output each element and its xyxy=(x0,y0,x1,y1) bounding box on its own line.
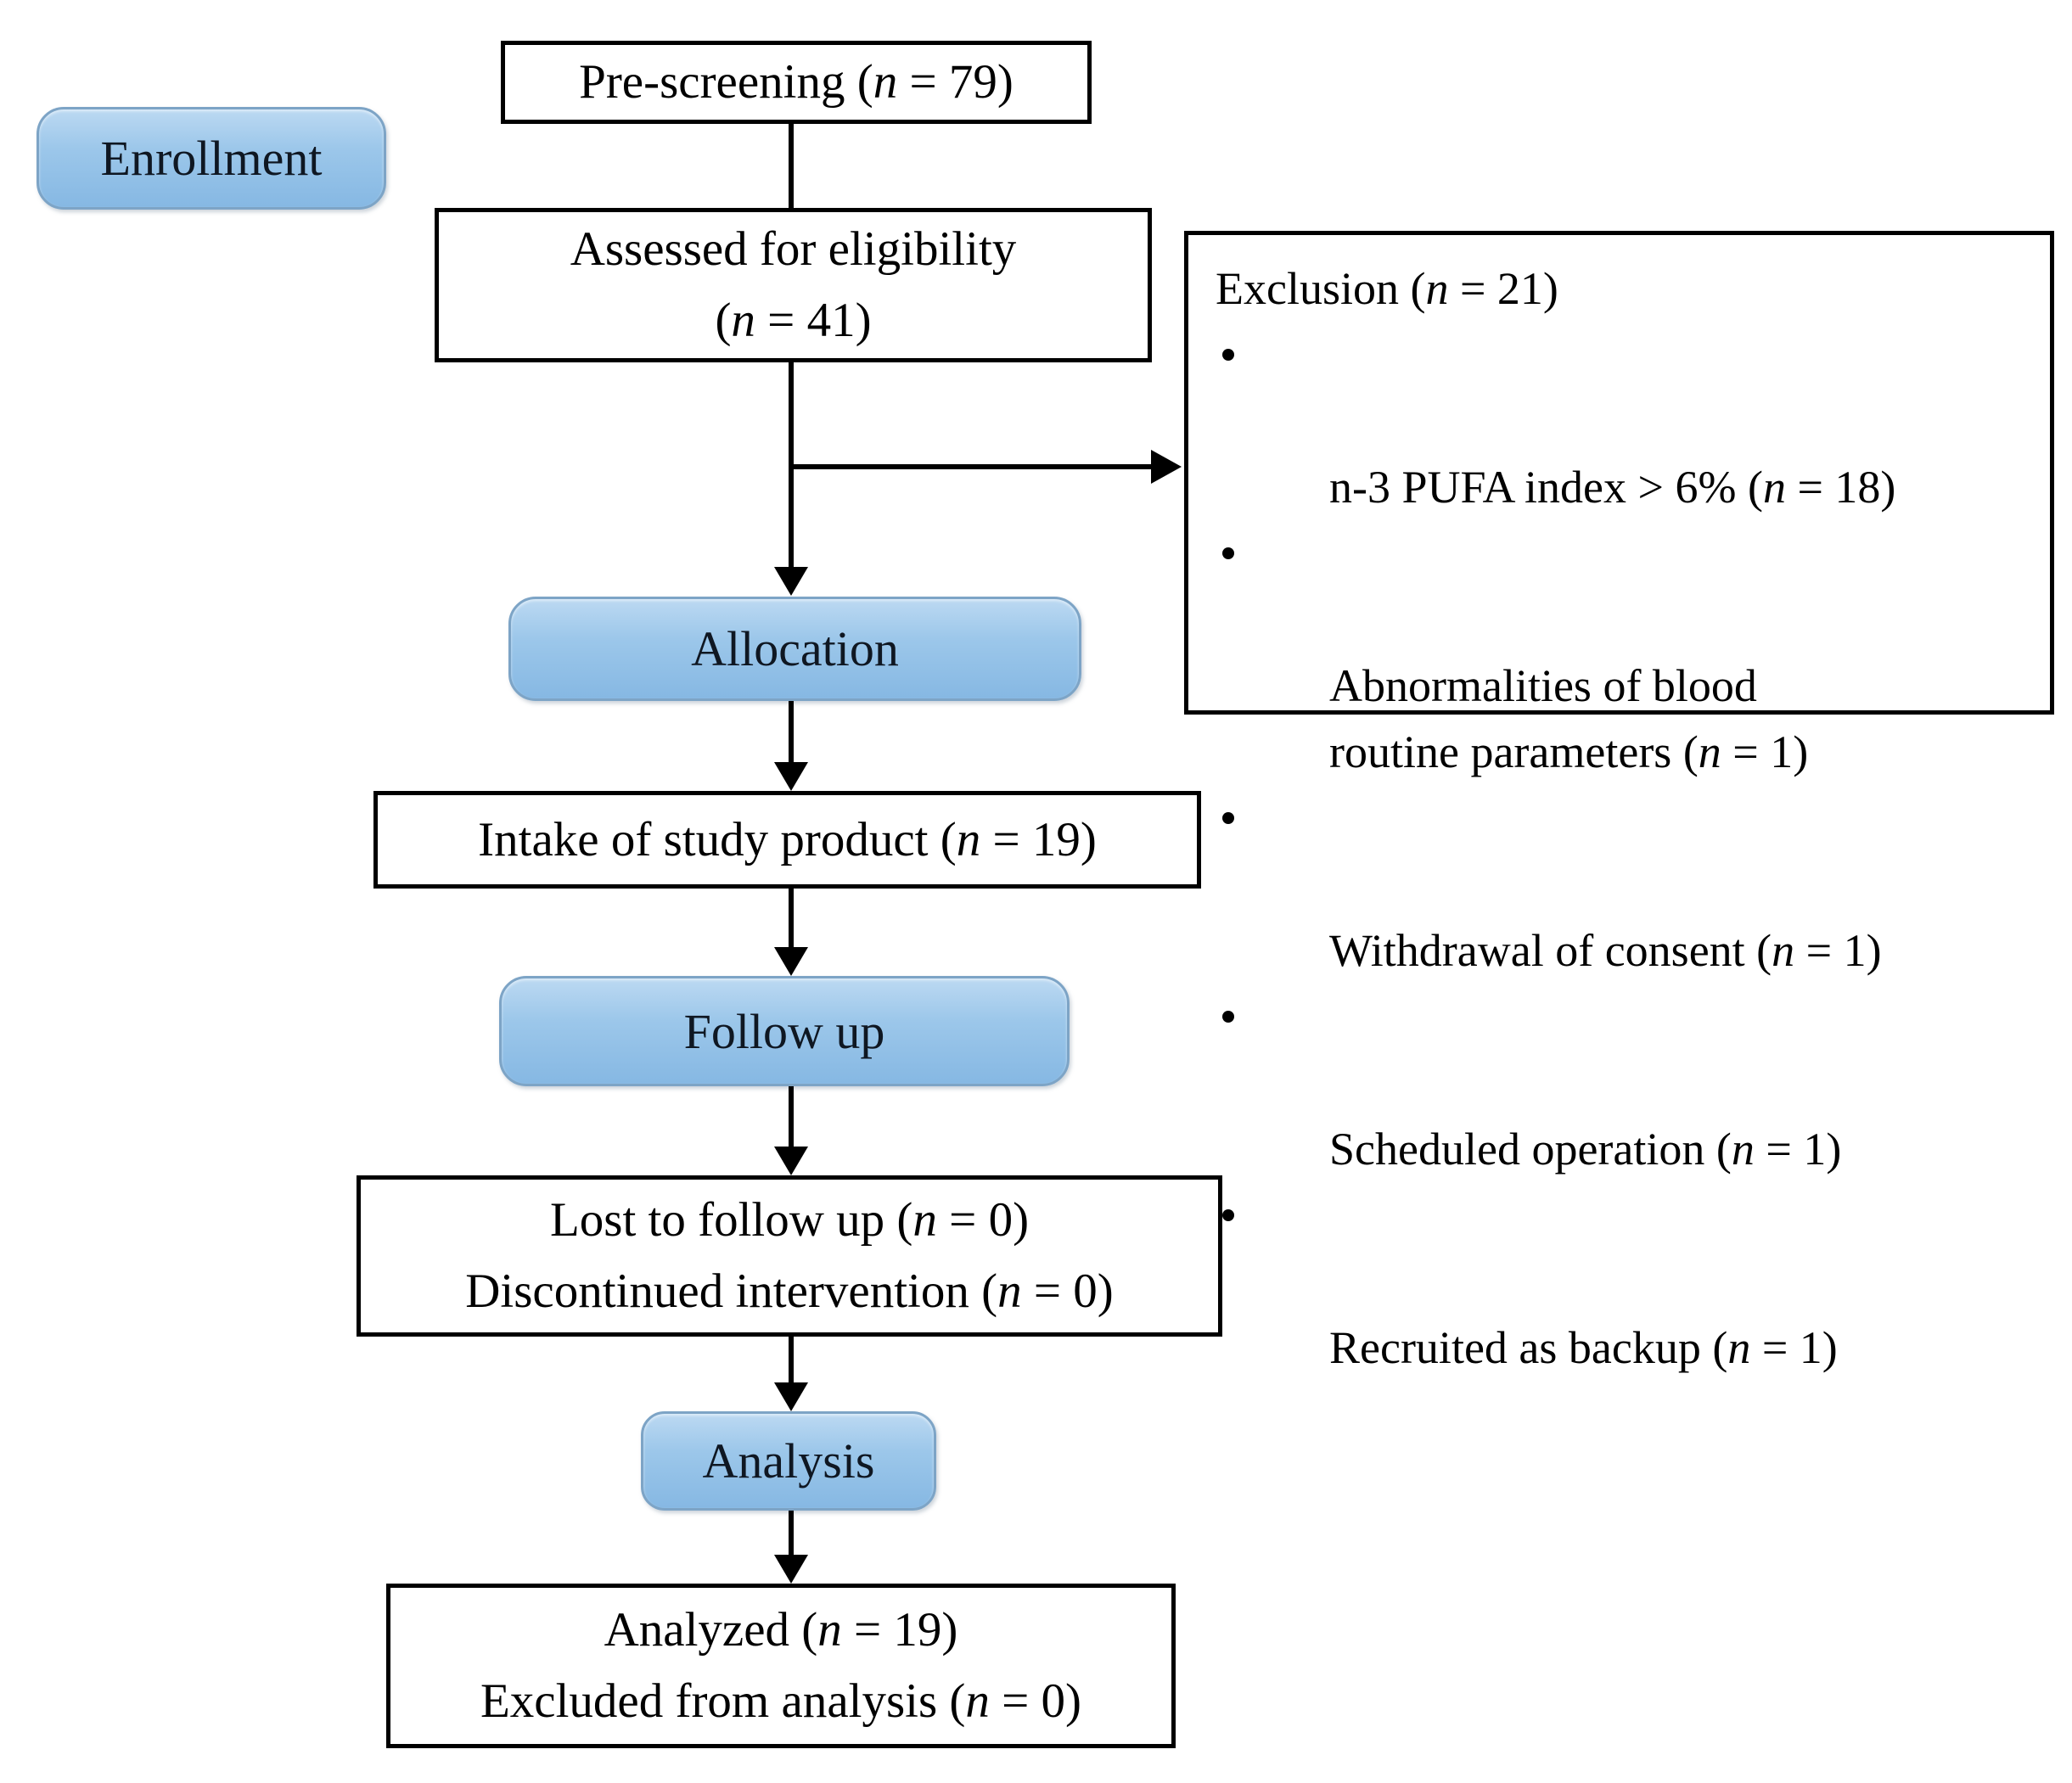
connector-lost-to-analysis xyxy=(789,1337,794,1384)
bullet-icon xyxy=(1222,812,1234,824)
connector-pre-to-assessed xyxy=(789,122,794,208)
assessed-line2: (n = 41) xyxy=(715,294,872,347)
arrow-down-icon xyxy=(774,1555,808,1584)
arrow-down-icon xyxy=(774,762,808,791)
stage-enrollment-label: Enrollment xyxy=(100,131,323,186)
box-intake: Intake of study product (n = 19) xyxy=(373,791,1201,889)
box-lost-followup: Lost to follow up (n = 0) Discontinued i… xyxy=(357,1175,1222,1337)
exclusion-item-label: Recruited as backup (n = 1) xyxy=(1329,1322,1838,1373)
stage-allocation-label: Allocation xyxy=(691,621,899,676)
analyzed-line2: Excluded from analysis (n = 0) xyxy=(480,1674,1082,1728)
connector-allocation-to-intake xyxy=(789,701,794,764)
box-analyzed: Analyzed (n = 19) Excluded from analysis… xyxy=(386,1584,1176,1748)
box-pre-screening: Pre-screening (n = 79) xyxy=(501,41,1092,124)
connector-followup-to-lost xyxy=(789,1086,794,1147)
lost-line2: Discontinued intervention (n = 0) xyxy=(465,1264,1114,1318)
intake-label: Intake of study product (n = 19) xyxy=(478,812,1097,866)
box-assessed-eligibility: Assessed for eligibility (n = 41) xyxy=(435,208,1152,362)
exclusion-item-label: n-3 PUFA index > 6% (n = 18) xyxy=(1329,462,1896,513)
arrow-down-icon xyxy=(774,947,808,976)
box-exclusion: Exclusion (n = 21) n-3 PUFA index > 6% (… xyxy=(1184,231,2054,1373)
analyzed-line1: Analyzed (n = 19) xyxy=(604,1603,958,1657)
arrow-down-icon xyxy=(774,1147,808,1175)
stage-follow-up-label: Follow up xyxy=(683,1003,885,1059)
connector-analysis-to-analyzed xyxy=(789,1511,794,1556)
stage-analysis-label: Analysis xyxy=(702,1433,875,1489)
exclusion-item: Abnormalities of blood routine parameter… xyxy=(1216,520,2035,785)
stage-analysis: Analysis xyxy=(641,1411,936,1511)
bullet-icon xyxy=(1222,547,1234,559)
exclusion-item-label: Abnormalities of blood routine parameter… xyxy=(1329,660,1809,777)
arrow-down-icon xyxy=(774,567,808,596)
stage-allocation: Allocation xyxy=(508,597,1081,701)
exclusion-item-label: Withdrawal of consent (n = 1) xyxy=(1329,925,1882,976)
stage-enrollment: Enrollment xyxy=(36,107,386,210)
exclusion-title: Exclusion (n = 21) xyxy=(1216,263,1558,314)
bullet-icon xyxy=(1222,1209,1234,1221)
connector-branch-to-exclusion xyxy=(789,464,1154,469)
arrow-right-icon xyxy=(1151,450,1182,484)
stage-follow-up: Follow up xyxy=(499,976,1070,1086)
bullet-icon xyxy=(1222,349,1234,361)
exclusion-item: Recruited as backup (n = 1) xyxy=(1216,1182,2035,1381)
lost-line1: Lost to follow up (n = 0) xyxy=(549,1193,1030,1247)
exclusion-list: n-3 PUFA index > 6% (n = 18) Abnormaliti… xyxy=(1216,322,2035,1381)
exclusion-item: Withdrawal of consent (n = 1) xyxy=(1216,785,2035,984)
bullet-icon xyxy=(1222,1011,1234,1023)
exclusion-item: Scheduled operation (n = 1) xyxy=(1216,984,2035,1182)
connector-intake-to-followup xyxy=(789,889,794,948)
exclusion-item-label: Scheduled operation (n = 1) xyxy=(1329,1124,1842,1175)
exclusion-item: n-3 PUFA index > 6% (n = 18) xyxy=(1216,322,2035,520)
pre-screening-label: Pre-screening (n = 79) xyxy=(579,55,1014,109)
arrow-down-icon xyxy=(774,1382,808,1411)
assessed-line1: Assessed for eligibility xyxy=(570,222,1017,276)
